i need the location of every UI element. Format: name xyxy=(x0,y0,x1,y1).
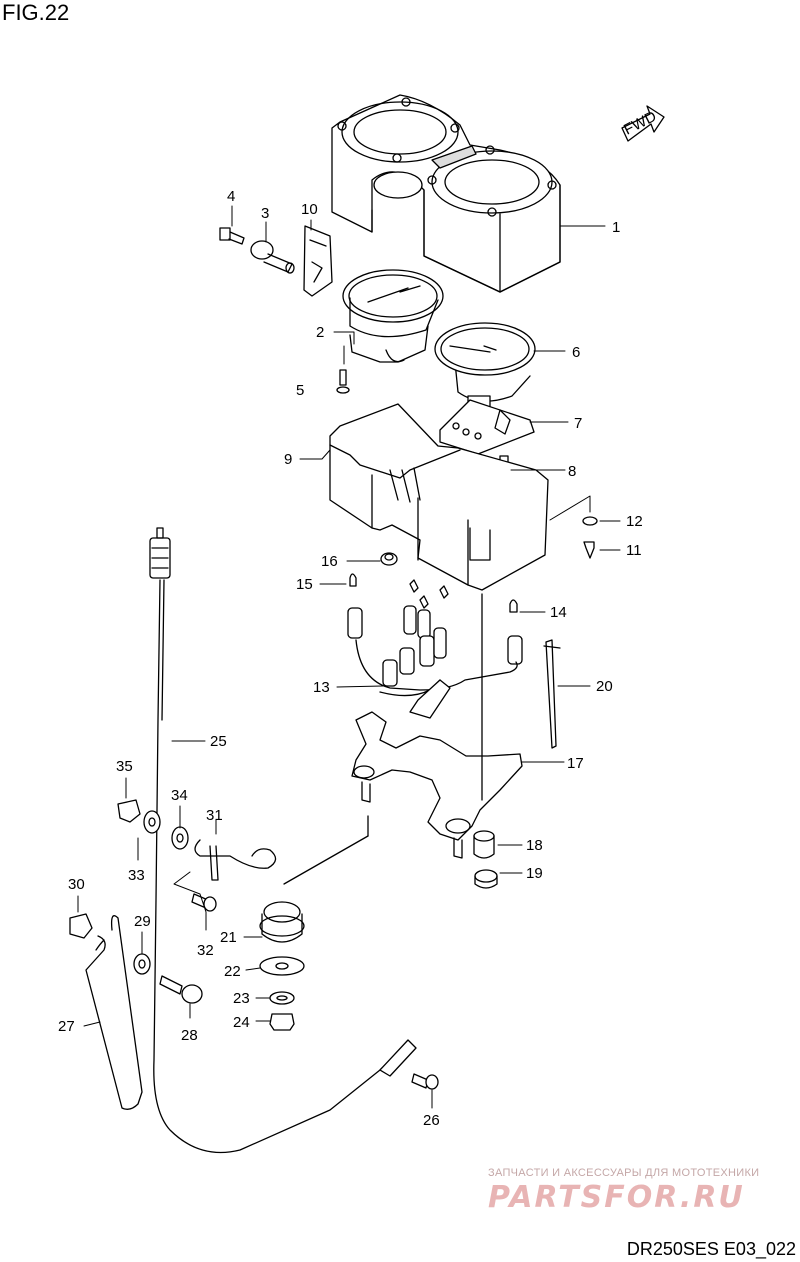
nut-19 xyxy=(474,869,498,889)
washer-22 xyxy=(259,956,305,976)
callout-31: 31 xyxy=(206,807,223,824)
cable-tie-20 xyxy=(543,639,561,749)
washer-33 xyxy=(143,810,161,834)
callout-19: 19 xyxy=(526,865,543,882)
callout-5: 5 xyxy=(296,382,304,399)
callout-labels: 1 2 3 4 5 6 7 8 9 10 11 12 13 14 15 16 1… xyxy=(58,188,643,1129)
lower-case-9 xyxy=(329,403,549,591)
screw-32 xyxy=(191,893,217,912)
fwd-label: FWD xyxy=(621,108,659,139)
nut-35 xyxy=(117,799,141,823)
bolt-28 xyxy=(159,975,203,1004)
bulb-15 xyxy=(349,573,357,587)
callout-26: 26 xyxy=(423,1112,440,1129)
callout-4: 4 xyxy=(227,188,235,205)
callout-3: 3 xyxy=(261,205,269,222)
screw-11 xyxy=(583,541,595,559)
callout-27: 27 xyxy=(58,1018,75,1035)
callout-32: 32 xyxy=(197,942,214,959)
callout-11: 11 xyxy=(626,542,642,559)
callout-14: 14 xyxy=(550,604,567,621)
damper-18 xyxy=(473,830,495,859)
reset-knob-3 xyxy=(250,240,295,274)
callout-9: 9 xyxy=(284,451,292,468)
callout-6: 6 xyxy=(572,344,580,361)
plate-7 xyxy=(439,399,535,455)
meter-case xyxy=(331,94,561,293)
callout-22: 22 xyxy=(224,963,241,980)
watermark-tagline: ЗАПЧАСТИ И АКСЕССУАРЫ ДЛЯ МОТОТЕХНИКИ xyxy=(488,1167,760,1179)
callout-10: 10 xyxy=(301,201,318,218)
grommet-16 xyxy=(380,552,398,566)
clamp-31 xyxy=(194,839,277,881)
callout-8: 8 xyxy=(568,463,576,480)
callout-29: 29 xyxy=(134,913,151,930)
bracket-clip-10 xyxy=(303,225,333,297)
nut-24 xyxy=(269,1013,295,1031)
callout-20: 20 xyxy=(596,678,613,695)
fwd-arrow-icon: FWD xyxy=(621,105,665,142)
screw-4 xyxy=(219,227,245,245)
callout-34: 34 xyxy=(171,787,188,804)
screw-26 xyxy=(411,1073,439,1090)
callout-23: 23 xyxy=(233,990,250,1007)
nut-12 xyxy=(582,516,598,526)
leader-lines xyxy=(77,205,621,1109)
callout-13: 13 xyxy=(313,679,330,696)
callout-28: 28 xyxy=(181,1027,198,1044)
speedometer-2 xyxy=(342,269,444,363)
callout-24: 24 xyxy=(233,1014,250,1031)
figure-title: FIG.22 xyxy=(2,0,70,25)
cable-guide-27 xyxy=(85,915,143,1110)
bracket-17 xyxy=(351,593,523,859)
callout-1: 1 xyxy=(612,219,620,236)
callout-35: 35 xyxy=(116,758,133,775)
callout-17: 17 xyxy=(567,755,584,772)
callout-18: 18 xyxy=(526,837,543,854)
nut-30 xyxy=(69,913,93,939)
callout-12: 12 xyxy=(626,513,643,530)
callout-33: 33 xyxy=(128,867,145,884)
watermark-brand: PARTSFOR.RU xyxy=(488,1180,745,1215)
wiring-harness-13 xyxy=(347,579,523,719)
screw-5 xyxy=(336,369,350,394)
callout-30: 30 xyxy=(68,876,85,893)
callout-16: 16 xyxy=(321,553,338,570)
cushion-21 xyxy=(259,901,305,943)
bulb-14 xyxy=(509,599,518,613)
washer-29 xyxy=(133,953,151,975)
callout-21: 21 xyxy=(220,929,237,946)
callout-2: 2 xyxy=(316,324,324,341)
callout-25: 25 xyxy=(210,733,227,750)
washer-23 xyxy=(269,991,295,1005)
callout-15: 15 xyxy=(296,576,313,593)
washer-34 xyxy=(171,826,189,850)
figure-code: DR250SES E03_022 xyxy=(626,1239,796,1259)
speedometer-cable-25 xyxy=(149,527,417,1154)
callout-7: 7 xyxy=(574,415,582,432)
tachometer-6 xyxy=(434,322,536,409)
